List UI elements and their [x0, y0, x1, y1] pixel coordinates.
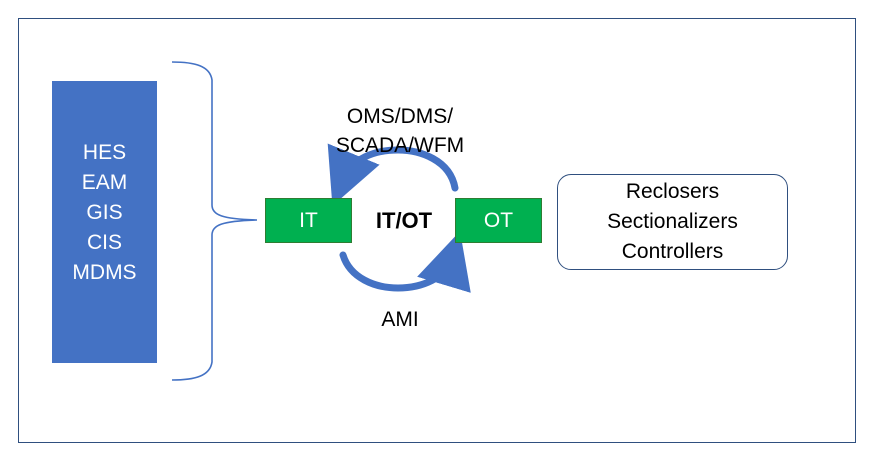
top-label-line2: SCADA/WFM [335, 134, 465, 157]
system-item-cis: CIS [86, 231, 122, 254]
system-item-eam: EAM [81, 171, 128, 194]
device-item-reclosers: Reclosers [625, 180, 720, 203]
it-systems-box: HES EAM GIS CIS MDMS [52, 81, 157, 363]
system-item-gis: GIS [86, 201, 123, 224]
top-cycle-arrow [327, 143, 459, 206]
top-label-line1: OMS/DMS/ [346, 105, 454, 128]
top-label: OMS/DMS/ SCADA/WFM [310, 102, 490, 160]
it-box-label: IT [299, 208, 318, 232]
diagram-frame [18, 18, 856, 443]
bottom-cycle-arrow [339, 231, 471, 293]
it-ot-label: IT/OT [375, 208, 433, 233]
curly-brace [171, 61, 258, 381]
system-item-mdms: MDMS [72, 261, 137, 284]
ot-box-label: OT [483, 208, 514, 232]
system-item-hes: HES [82, 141, 127, 164]
device-item-controllers: Controllers [621, 240, 724, 263]
device-item-sectionalizers: Sectionalizers [607, 210, 738, 233]
ot-box: OT [455, 198, 542, 243]
devices-box: Reclosers Sectionalizers Controllers [557, 174, 788, 270]
ami-label: AMI [381, 308, 419, 331]
it-box: IT [265, 198, 352, 243]
